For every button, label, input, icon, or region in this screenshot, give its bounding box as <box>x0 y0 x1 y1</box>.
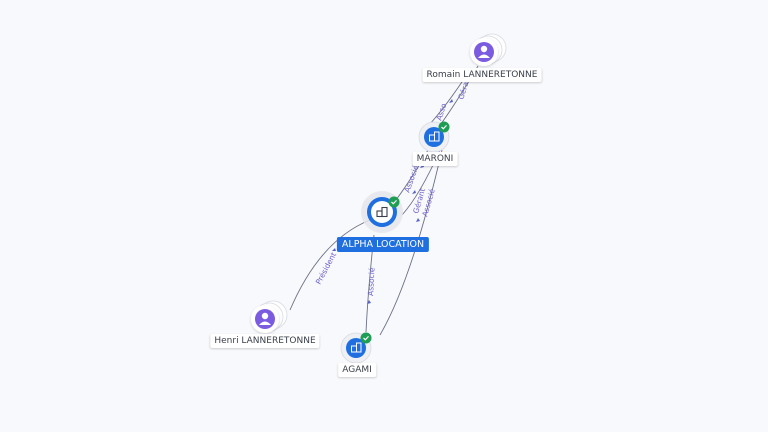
person-icon <box>474 42 494 62</box>
node-maroni[interactable] <box>418 121 450 153</box>
person-icon <box>255 309 275 329</box>
company-icon <box>429 131 440 142</box>
edge-alpha-henri[interactable] <box>289 219 371 311</box>
edge-arrow <box>416 218 420 222</box>
company-icon <box>351 342 362 353</box>
edge-maroni-agami[interactable] <box>379 149 443 336</box>
node-label-henri[interactable]: Henri LANNERETONNE <box>210 334 320 348</box>
company-icon <box>376 206 388 218</box>
edge-arrow <box>332 248 336 251</box>
node-agami[interactable] <box>340 332 372 364</box>
node-henri[interactable] <box>251 300 288 333</box>
node-label-maroni[interactable]: MARONI <box>412 152 458 166</box>
edge-label: Président <box>314 251 338 286</box>
node-label-romain[interactable]: Romain LANNERETONNE <box>422 68 542 82</box>
node-romain[interactable] <box>470 33 507 66</box>
verified-badge-icon <box>438 121 450 133</box>
verified-badge-icon <box>360 332 372 344</box>
node-label-alpha-location[interactable]: ALPHA LOCATION <box>336 237 430 252</box>
edge-label: Associé <box>366 267 376 296</box>
verified-badge-icon <box>388 196 400 208</box>
node-label-agami[interactable]: AGAMI <box>338 363 376 377</box>
edge-label: Asso <box>434 102 448 122</box>
edge-arrow <box>367 300 371 304</box>
edge-arrow <box>412 190 416 194</box>
node-alpha-location[interactable] <box>361 191 403 233</box>
edge-arrow <box>449 99 453 103</box>
